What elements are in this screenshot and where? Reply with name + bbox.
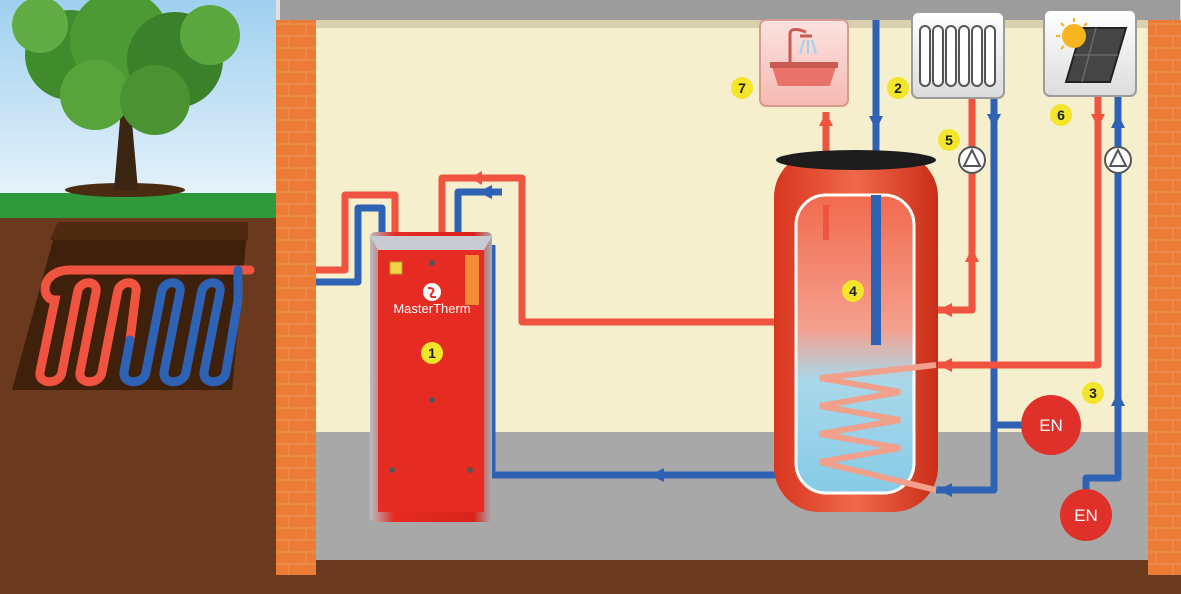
right-brick-wall <box>1148 20 1181 575</box>
circulation-pump-solar <box>1104 146 1132 174</box>
outdoor-scene <box>0 0 280 594</box>
left-brick-wall <box>276 20 316 575</box>
circulation-pump-heating <box>958 146 986 174</box>
sun-icon <box>1056 18 1088 50</box>
label-badge-4: 4 <box>842 280 864 302</box>
label-badge-1: 1 <box>421 342 443 364</box>
label-badge-7: 7 <box>731 77 753 99</box>
label-badge-2: 2 <box>887 77 909 99</box>
svg-text:4: 4 <box>849 283 857 299</box>
tree <box>12 0 240 197</box>
svg-text:7: 7 <box>738 80 746 96</box>
svg-text:1: 1 <box>428 345 436 361</box>
tank-coil <box>819 362 937 493</box>
flow-arrows <box>470 112 1125 497</box>
svg-text:5: 5 <box>945 132 953 148</box>
bathtub-icon <box>759 19 849 107</box>
expansion-vessel-top: EN <box>1021 395 1081 455</box>
svg-text:EN: EN <box>1074 506 1098 525</box>
ground-collector-loop <box>35 265 255 387</box>
storage-tank <box>774 150 938 512</box>
svg-text:EN: EN <box>1039 416 1063 435</box>
expansion-vessel-bottom: EN <box>1060 489 1112 541</box>
label-badge-6: 6 <box>1050 104 1072 126</box>
brand-name: MasterTherm <box>393 301 470 316</box>
label-badge-3: 3 <box>1082 382 1104 404</box>
svg-text:3: 3 <box>1089 385 1097 401</box>
svg-text:6: 6 <box>1057 107 1065 123</box>
label-badge-5: 5 <box>938 129 960 151</box>
radiator-icon <box>911 11 1005 99</box>
svg-text:2: 2 <box>894 80 902 96</box>
solar-collector-icon <box>1043 9 1137 97</box>
heat-pump-unit: MasterTherm <box>370 232 492 522</box>
